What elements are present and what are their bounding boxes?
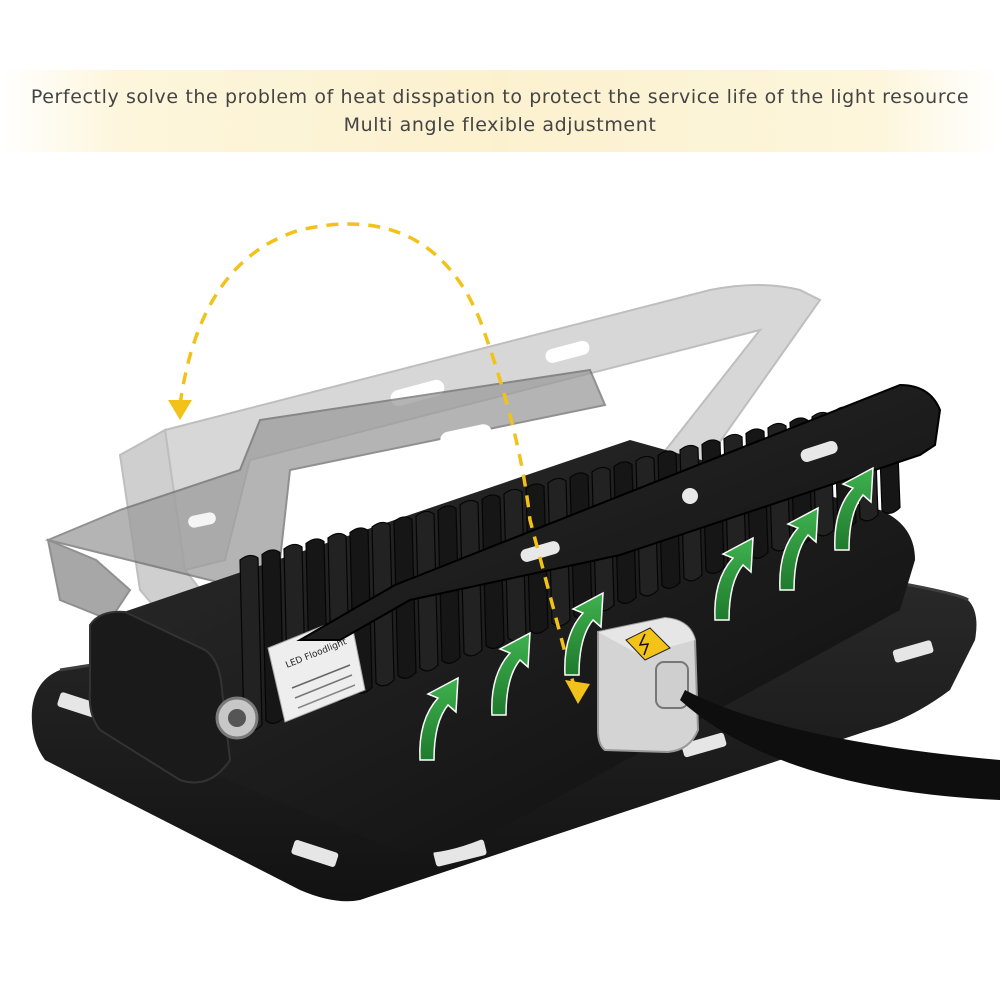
bracket-slot [800, 440, 838, 462]
airflow-arrow-icon [491, 631, 531, 716]
caption-banner [0, 70, 1000, 152]
cable-gland [655, 661, 689, 709]
airflow-arrow-icon [714, 536, 754, 621]
side-mount-plate [88, 610, 259, 784]
caption-line-2: Multi angle flexible adjustment [343, 114, 657, 136]
rotation-arrow-icon [168, 222, 590, 704]
caption-line-1: Perfectly solve the problem of heat diss… [30, 86, 970, 108]
base-clip [433, 839, 487, 867]
base-clip [892, 640, 934, 663]
power-cable [680, 690, 1000, 800]
airflow-arrow-icon [419, 676, 459, 761]
airflow-arrows [419, 466, 874, 761]
mounting-bracket [296, 383, 942, 641]
base-clip [291, 840, 339, 867]
airflow-arrow-icon [564, 591, 604, 676]
airflow-arrow-icon [834, 466, 874, 551]
spec-label: LED Floodlight [267, 614, 366, 723]
junction-box [597, 616, 1000, 800]
bracket-hole [682, 488, 698, 504]
bracket-slot [520, 541, 560, 562]
airflow-arrow-icon [779, 506, 819, 591]
base-clip [681, 732, 727, 758]
